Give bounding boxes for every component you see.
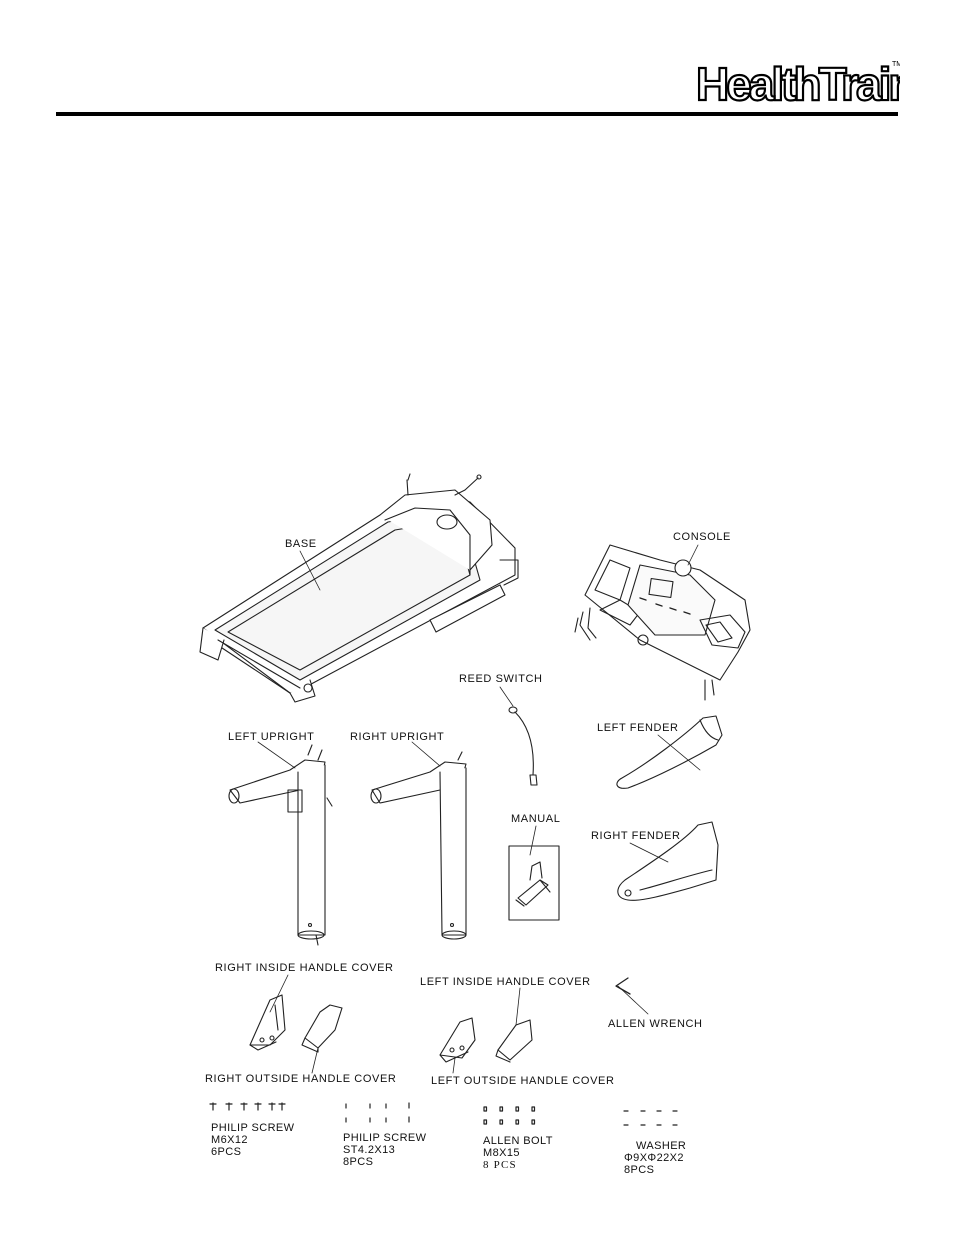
label-left-inside-handle-cover: LEFT INSIDE HANDLE COVER [420, 976, 591, 988]
hardware-name: PHILIP SCREW [343, 1132, 427, 1144]
label-left-fender: LEFT FENDER [597, 722, 679, 734]
hardware-size: ST4.2X13 [343, 1144, 396, 1156]
hardware-qty: 8PCS [343, 1156, 374, 1168]
hardware-philip-screw-m6: PHILIP SCREW M6X12 6PCS [211, 1122, 294, 1158]
label-left-upright: LEFT UPRIGHT [228, 731, 315, 743]
label-reed-switch: REED SWITCH [459, 673, 543, 685]
reed-switch-drawing [508, 706, 538, 786]
logo-wordmark: HealthTrainer [696, 58, 900, 106]
hardware-size: Φ9XΦ22X2 [624, 1152, 684, 1164]
manual-drawing [508, 845, 560, 921]
label-right-inside-handle-cover: RIGHT INSIDE HANDLE COVER [215, 962, 394, 974]
hardware-philip-screw-st42: PHILIP SCREW ST4.2X13 8PCS [343, 1132, 426, 1168]
label-allen-wrench: ALLEN WRENCH [608, 1018, 703, 1030]
logo-trademark: TM [892, 61, 900, 68]
leader-lines [257, 544, 701, 1074]
header-rule [56, 112, 898, 116]
healthtrainer-logo: HealthTrainer TM [695, 57, 900, 106]
hardware-size: M8X15 [483, 1147, 520, 1159]
label-base: BASE [285, 538, 317, 550]
hardware-qty: 8PCS [624, 1164, 655, 1176]
hardware-allen-bolt: ALLEN BOLT M8X15 8 PCS [483, 1135, 553, 1171]
label-console: CONSOLE [673, 531, 731, 543]
label-manual: MANUAL [511, 813, 561, 825]
left-outside-handle-cover-drawing [495, 1019, 533, 1063]
console-drawing [574, 544, 751, 701]
hardware-name: ALLEN BOLT [483, 1135, 553, 1147]
hardware-size: M6X12 [211, 1134, 248, 1146]
label-right-upright: RIGHT UPRIGHT [350, 731, 445, 743]
left-upright-drawing [228, 744, 333, 946]
label-right-outside-handle-cover: RIGHT OUTSIDE HANDLE COVER [205, 1073, 397, 1085]
hardware-icons [209, 1102, 678, 1126]
hardware-qty: 6PCS [211, 1146, 242, 1158]
label-right-fender: RIGHT FENDER [591, 830, 681, 842]
label-left-outside-handle-cover: LEFT OUTSIDE HANDLE COVER [431, 1075, 615, 1087]
hardware-name: PHILIP SCREW [211, 1122, 295, 1134]
allen-wrench-drawing [615, 977, 631, 995]
right-fender-drawing [617, 821, 719, 901]
hardware-qty: 8 PCS [483, 1159, 517, 1171]
right-outside-handle-cover-drawing [301, 1004, 343, 1053]
left-inside-handle-cover-drawing [439, 1017, 476, 1063]
right-upright-drawing [370, 751, 467, 940]
hardware-name: WASHER [636, 1140, 687, 1152]
right-inside-handle-cover-drawing [249, 994, 286, 1051]
left-fender-drawing [616, 715, 723, 789]
base-drawing [199, 473, 519, 703]
hardware-washer: WASHER Φ9XΦ22X2 8PCS [624, 1140, 686, 1176]
